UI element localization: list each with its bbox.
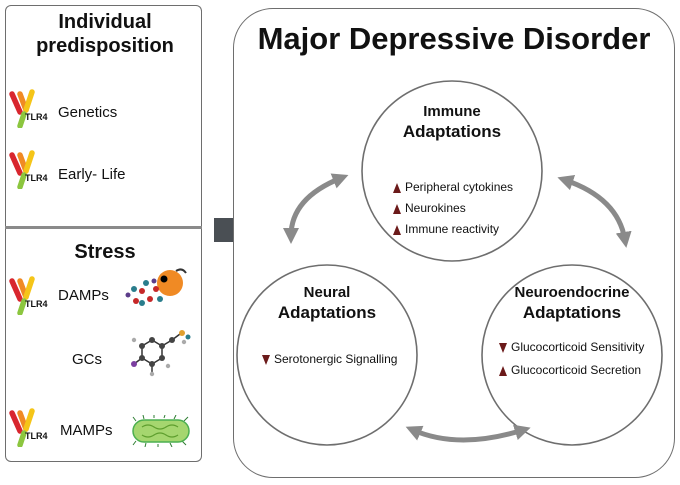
- tlr4-receptor-icon: TLR4: [8, 275, 52, 319]
- immune-title-line1: Immune: [423, 103, 481, 120]
- stress-title: Stress: [74, 241, 136, 263]
- tlr4-label: TLR4: [25, 112, 48, 122]
- immune-neuroendocrine-arrow: [557, 175, 632, 248]
- immune-item: Immune reactivity: [393, 222, 499, 236]
- immune-title: Immune Adaptations: [372, 102, 532, 143]
- neuroendocrine-item: Glucocorticoid Sensitivity: [499, 340, 644, 354]
- damps-label: DAMPs: [58, 287, 109, 304]
- tlr4-label: TLR4: [25, 173, 48, 183]
- genetics-label: Genetics: [58, 104, 118, 121]
- neural-title-line2: Adaptations: [277, 303, 377, 322]
- damps-molecules-icon: [125, 268, 187, 306]
- tlr4-receptor-icon: TLR4: [8, 88, 52, 132]
- neural-item: Serotonergic Signalling: [262, 352, 397, 366]
- neuroendocrine-title-line1: Neuroendocrine: [514, 284, 630, 301]
- glucocorticoid-molecule-icon: [131, 330, 191, 377]
- up-arrow-icon: [393, 224, 401, 235]
- bacterium-icon: [132, 415, 190, 447]
- neural-neuroendocrine-arrow: [405, 424, 531, 443]
- mamps-label: MAMPs: [60, 422, 113, 439]
- immune-item: Peripheral cytokines: [393, 180, 513, 194]
- predisposition-panel: [5, 5, 202, 227]
- neural-title: Neural Adaptations: [247, 283, 407, 324]
- neural-circle: [236, 264, 418, 446]
- immune-neural-arrow: [283, 173, 349, 244]
- neuroendocrine-item: Glucocorticoid Secretion: [499, 363, 641, 377]
- tlr4-label: TLR4: [25, 299, 48, 309]
- up-arrow-icon: [499, 365, 507, 376]
- tlr4-label: TLR4: [25, 431, 48, 441]
- immune-title-line2: Adaptations: [402, 122, 502, 141]
- gcs-label: GCs: [72, 351, 102, 368]
- panel-divider: [5, 226, 202, 230]
- immune-item: Neurokines: [393, 201, 466, 215]
- tlr4-receptor-icon: TLR4: [8, 407, 52, 451]
- early-life-label: Early- Life: [58, 166, 126, 183]
- neuroendocrine-circle: [481, 264, 663, 446]
- up-arrow-icon: [393, 203, 401, 214]
- neural-title-line1: Neural: [303, 284, 351, 301]
- up-arrow-icon: [393, 182, 401, 193]
- mdd-title: Major Depressive Disorder: [257, 21, 651, 56]
- down-arrow-icon: [499, 342, 507, 353]
- adaptation-network: [236, 80, 663, 446]
- immune-circle: [361, 80, 543, 262]
- neuroendocrine-title-line2: Adaptations: [522, 303, 622, 322]
- tlr4-receptor-icon: TLR4: [8, 149, 52, 193]
- down-arrow-icon: [262, 354, 270, 365]
- predisposition-title: Individual predisposition: [36, 11, 174, 57]
- neuroendocrine-title: Neuroendocrine Adaptations: [482, 283, 662, 324]
